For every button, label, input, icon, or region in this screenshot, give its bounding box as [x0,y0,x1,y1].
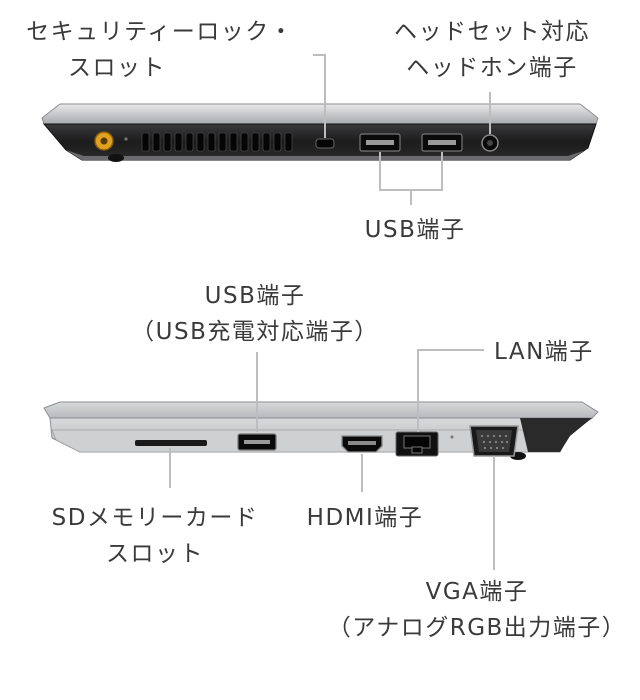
label-lan: LAN端子 [494,334,594,370]
hdmi-port [341,435,383,453]
label-line: （アナログRGB出力端子） [327,615,627,641]
label-line: USB端子 [204,283,306,309]
label-usb-charge: USB端子 （USB充電対応端子） [100,278,410,350]
label-line: VGA端子 [425,579,529,605]
rubber-foot [108,154,124,162]
label-line: ヘッドホン端子 [406,55,578,81]
lan-port [395,431,439,457]
label-line: スロット [68,55,166,81]
label-line: スロット [106,541,204,567]
label-line: LAN端子 [494,339,594,365]
usb-port-left-2 [421,133,463,152]
laptop-right-side-view [43,401,599,460]
leader-lines-top [313,54,491,205]
label-usb-left: USB端子 [340,212,490,248]
label-line: セキュリティーロック・ [26,19,294,45]
vga-port [469,425,519,457]
usb-port-left-1 [359,133,401,152]
label-headset-jack: ヘッドセット対応 ヘッドホン端子 [372,14,612,86]
label-vga: VGA端子 （アナログRGB出力端子） [318,574,636,646]
vent-grille [141,132,293,152]
label-security-lock-slot: セキュリティーロック・ スロット [10,14,310,86]
label-sd-card-slot: SDメモリーカード スロット [30,500,280,572]
laptop-lid [43,401,599,419]
leader-lines-bottom [169,349,495,570]
label-hdmi: HDMI端子 [290,500,440,536]
usb-charge-port [237,433,277,451]
label-line: USB端子 [364,217,466,243]
label-line: HDMI端子 [306,505,424,531]
laptop-lid [41,103,599,125]
label-line: （USB充電対応端子） [131,319,379,345]
label-line: ヘッドセット対応 [394,19,590,45]
label-line: SDメモリーカード [51,505,259,531]
security-lock-slot [315,138,335,149]
laptop-left-side-view [41,103,599,162]
sd-card-slot [135,440,207,446]
